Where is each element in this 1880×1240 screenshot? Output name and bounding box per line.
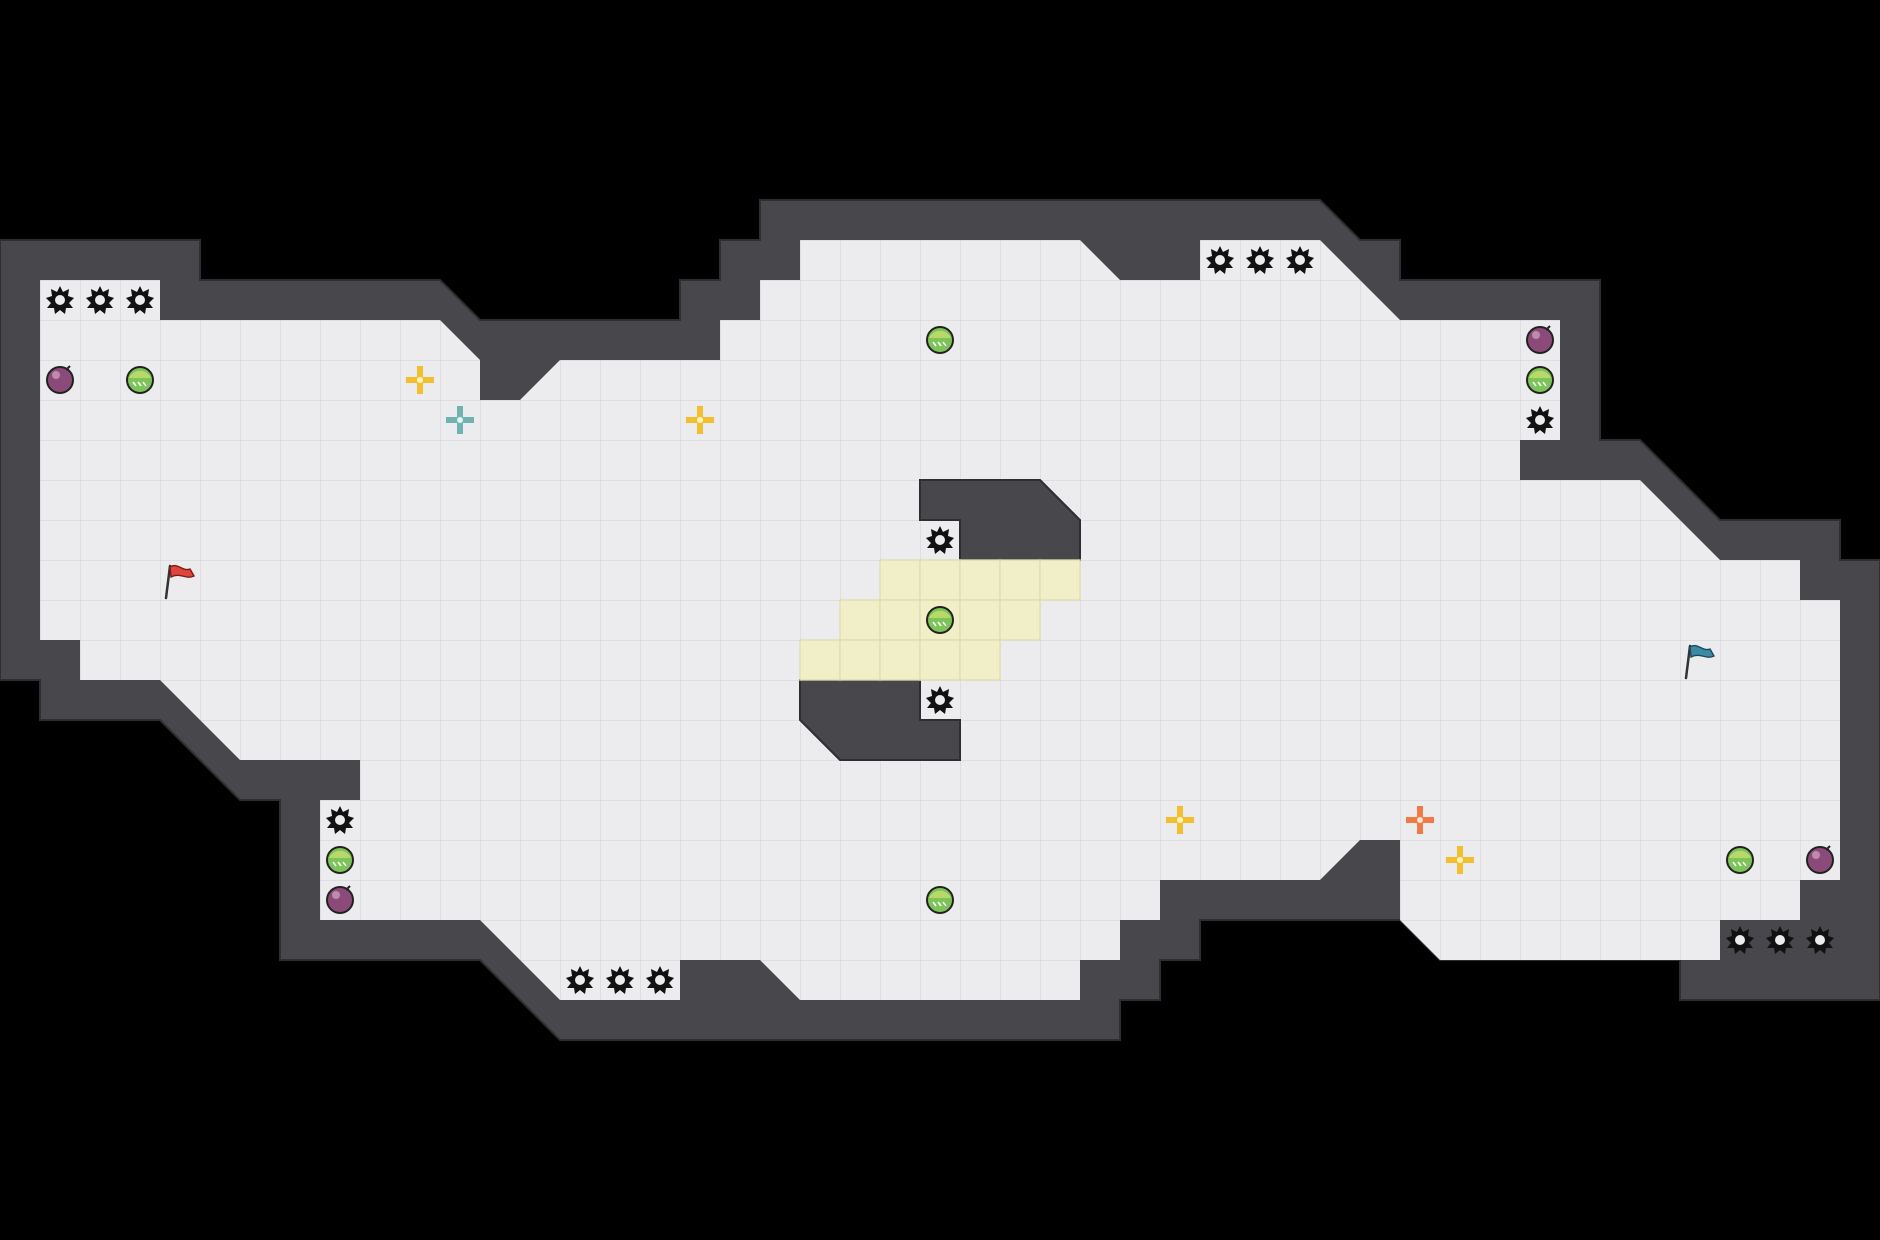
spike-icon xyxy=(1805,925,1835,955)
spike-icon xyxy=(645,965,675,995)
speed-pad-icon xyxy=(924,324,956,356)
highlight-zone xyxy=(799,559,1081,681)
speed-pad-icon xyxy=(1724,844,1756,876)
spike-icon xyxy=(1765,925,1795,955)
spike-icon xyxy=(925,525,955,555)
speed-pad-icon xyxy=(924,884,956,916)
bomb-icon xyxy=(44,364,76,396)
bomb-icon xyxy=(1524,324,1556,356)
spike-icon xyxy=(1725,925,1755,955)
boost-icon xyxy=(403,363,437,397)
boost-blue-icon xyxy=(443,403,477,437)
bomb-icon xyxy=(1804,844,1836,876)
spike-icon xyxy=(325,805,355,835)
spike-icon xyxy=(1205,245,1235,275)
spike-icon xyxy=(1525,405,1555,435)
speed-pad-icon xyxy=(924,604,956,636)
spike-icon xyxy=(85,285,115,315)
spike-icon xyxy=(925,685,955,715)
boost-icon xyxy=(683,403,717,437)
speed-pad-icon xyxy=(124,364,156,396)
boost-red-icon xyxy=(1403,803,1437,837)
bomb-icon xyxy=(324,884,356,916)
spike-icon xyxy=(1245,245,1275,275)
boost-icon xyxy=(1443,843,1477,877)
spike-icon xyxy=(605,965,635,995)
red-flag-icon xyxy=(160,560,200,600)
spike-icon xyxy=(125,285,155,315)
spike-icon xyxy=(565,965,595,995)
boost-icon xyxy=(1163,803,1197,837)
speed-pad-icon xyxy=(324,844,356,876)
speed-pad-icon xyxy=(1524,364,1556,396)
spike-icon xyxy=(45,285,75,315)
blue-flag-icon xyxy=(1680,640,1720,680)
spike-icon xyxy=(1285,245,1315,275)
inner-wall-lower xyxy=(799,679,961,761)
